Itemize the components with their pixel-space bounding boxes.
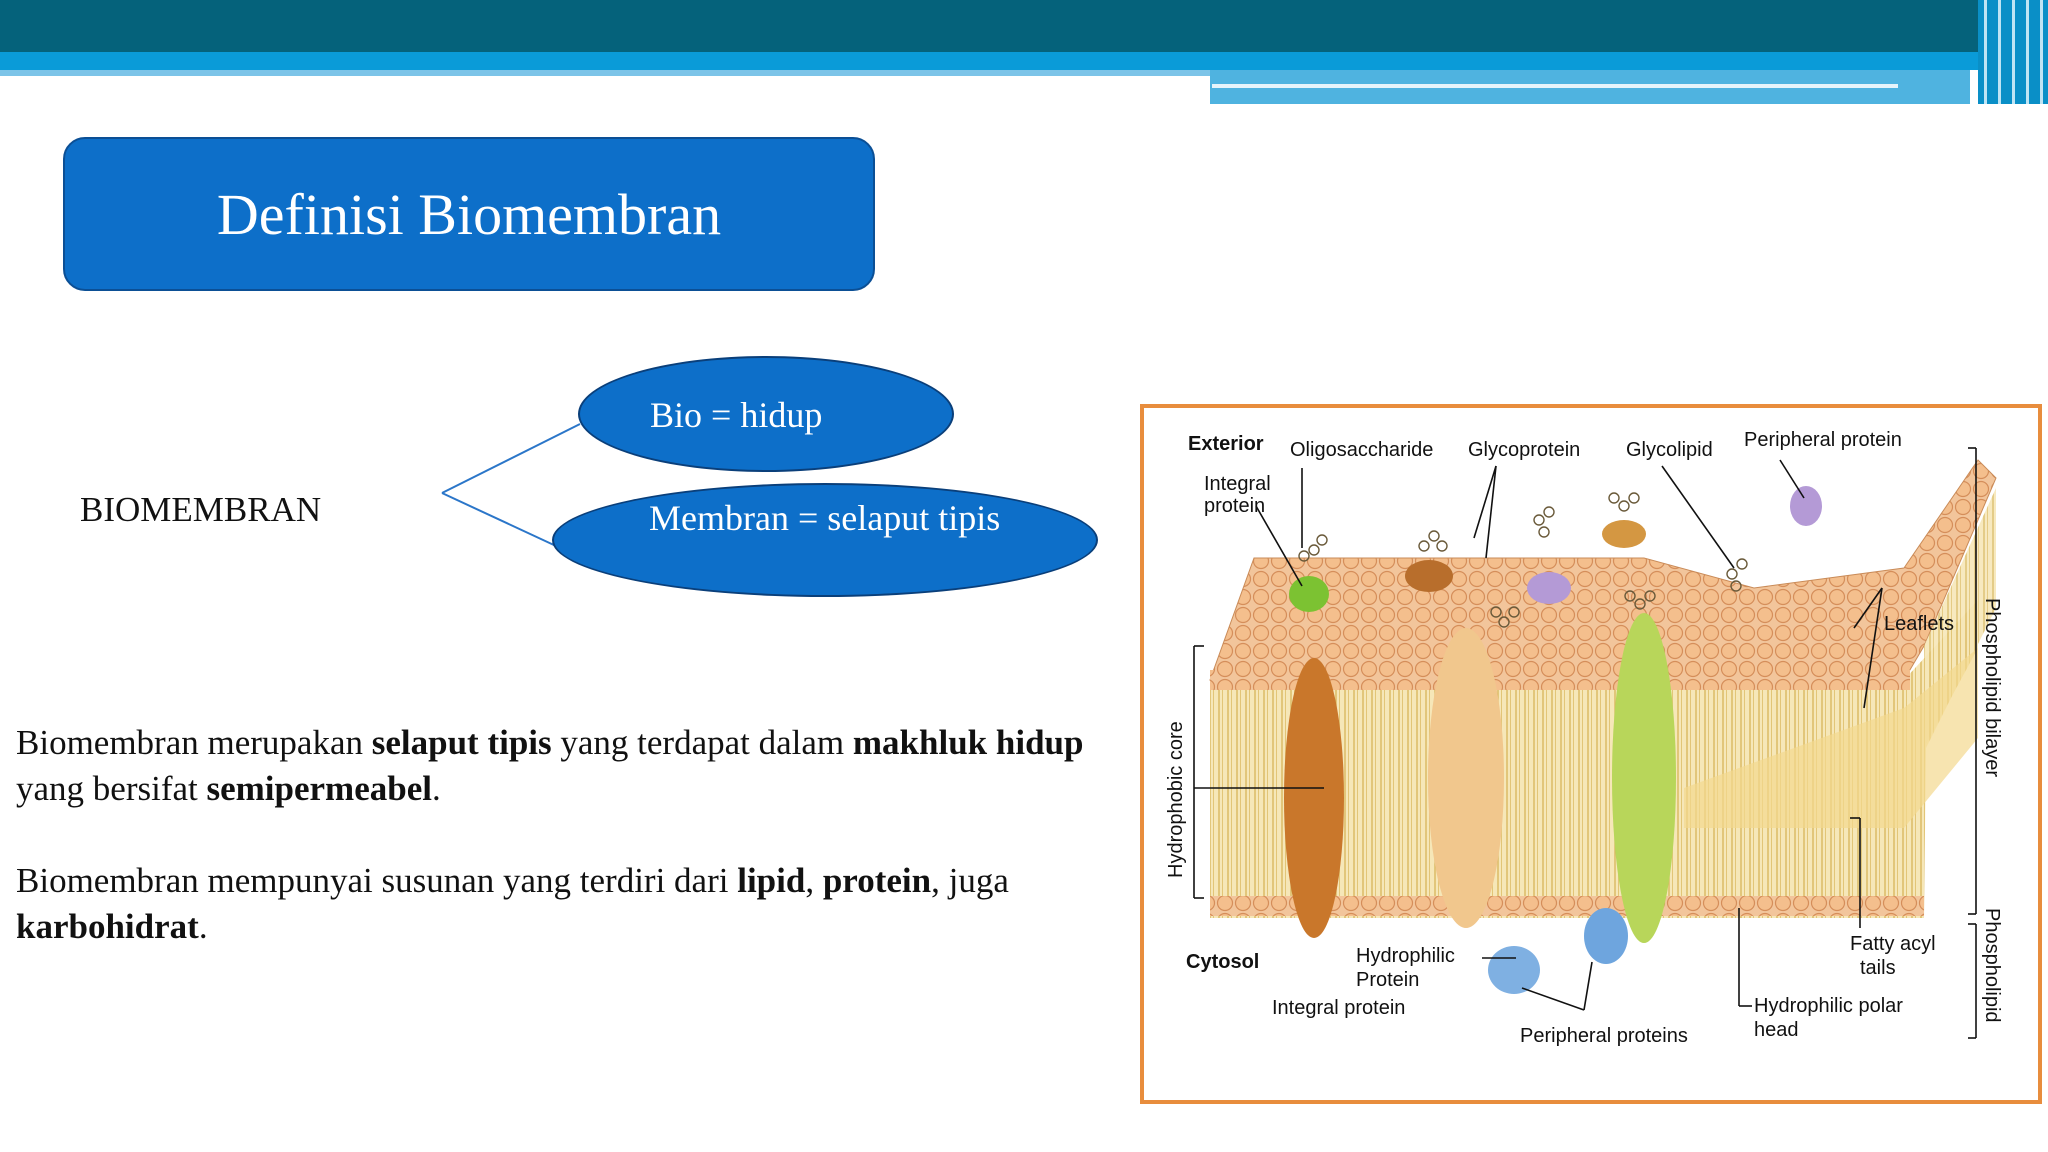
text-run: Biomembran mempunyai susunan yang terdir…: [16, 861, 738, 900]
label-integral-protein-top-2: protein: [1204, 495, 1265, 517]
text-run: ,: [805, 861, 823, 900]
peripheral-protein-violet: [1527, 572, 1571, 604]
bold-run: karbohidrat: [16, 907, 199, 946]
branch-bio: Bio = hidup: [578, 356, 954, 472]
label-glycolipid: Glycolipid: [1626, 439, 1713, 461]
paragraph-composition: Biomembran mempunyai susunan yang terdir…: [16, 858, 1136, 950]
peripheral-protein-bottom-1: [1488, 946, 1540, 994]
label-peripheral-proteins: Peripheral proteins: [1520, 1025, 1688, 1047]
integral-protein-green: [1612, 613, 1676, 943]
label-hydrophobic-core: Hydrophobic core: [1165, 721, 1187, 878]
header-stripe-thin: [0, 70, 1210, 76]
branch-membran: Membran = selaput tipis: [552, 483, 1098, 597]
membrane-diagram: Exterior Oligosaccharide Glycoprotein Gl…: [1165, 429, 2003, 1047]
label-peripheral-protein: Peripheral protein: [1744, 429, 1902, 451]
membrane-figure: Exterior Oligosaccharide Glycoprotein Gl…: [1140, 404, 2042, 1104]
text-run: .: [431, 769, 441, 808]
root-label: BIOMEMBRAN: [80, 490, 322, 529]
header-bar: [0, 0, 2048, 52]
glycoprotein-body: [1405, 560, 1453, 592]
header-accent-line: [1212, 84, 1898, 88]
label-fatty-acyl-2: tails: [1860, 957, 1896, 979]
peripheral-protein-bottom-2: [1584, 908, 1628, 964]
header-right-stripes: [1978, 0, 2048, 104]
label-leaflets: Leaflets: [1884, 613, 1954, 635]
text-run: yang terdapat dalam: [551, 723, 853, 762]
title-box: Definisi Biomembran: [63, 137, 875, 291]
branch-bio-label: Bio = hidup: [650, 395, 823, 435]
bold-run: protein: [822, 861, 932, 900]
label-hydrophilic-head-2: head: [1754, 1019, 1799, 1041]
text-run: .: [198, 907, 208, 946]
bold-run: semipermeabel: [206, 769, 432, 808]
label-hydrophilic-protein-2: Protein: [1356, 969, 1419, 991]
bold-run: lipid: [737, 861, 806, 900]
connector-line-top: [441, 423, 581, 494]
label-exterior: Exterior: [1188, 433, 1264, 455]
oligosaccharide-chains: [1298, 492, 1748, 628]
integral-protein-top: [1289, 576, 1329, 612]
label-phospholipid: Phospholipid: [1981, 908, 2003, 1023]
label-glycoprotein: Glycoprotein: [1468, 439, 1580, 461]
label-integral-protein-bottom: Integral protein: [1272, 997, 1405, 1019]
bold-run: selaput tipis: [371, 723, 552, 762]
header-stripe: [0, 52, 2048, 70]
label-hydrophilic-protein-1: Hydrophilic: [1356, 945, 1455, 967]
peripheral-protein-top: [1790, 486, 1822, 526]
bold-run: makhluk hidup: [852, 723, 1084, 762]
text-run: Biomembran merupakan: [16, 723, 372, 762]
text-run: , juga: [931, 861, 1009, 900]
label-hydrophilic-head-1: Hydrophilic polar: [1754, 995, 1903, 1017]
connector-line-bottom: [441, 492, 557, 547]
slide-title: Definisi Biomembran: [216, 181, 722, 247]
lipid-bilayer: [1209, 459, 1997, 918]
label-cytosol: Cytosol: [1186, 951, 1259, 973]
label-phospholipid-bilayer: Phospholipid bilayer: [1981, 598, 2003, 777]
integral-protein-tan: [1428, 628, 1504, 928]
branch-membran-label: Membran = selaput tipis: [649, 498, 1001, 538]
label-oligosaccharide: Oligosaccharide: [1290, 439, 1433, 461]
glycolipid-head: [1602, 520, 1646, 548]
label-integral-protein-top-1: Integral: [1204, 473, 1271, 495]
paragraph-definition: Biomembran merupakan selaput tipis yang …: [16, 720, 1136, 812]
text-run: yang bersifat: [16, 769, 207, 808]
integral-protein-brown: [1284, 658, 1344, 938]
label-fatty-acyl-1: Fatty acyl: [1850, 933, 1936, 955]
leader-lines: [1193, 447, 1977, 1039]
